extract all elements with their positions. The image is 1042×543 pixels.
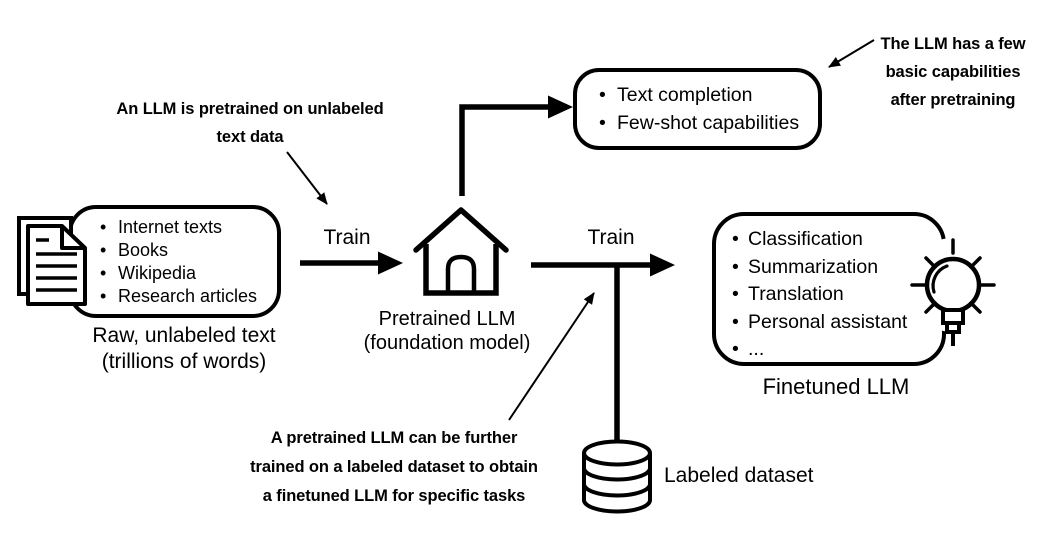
- capabilities-note-line: after pretraining: [890, 91, 1016, 109]
- train-label-left: Train: [323, 226, 371, 249]
- pretraining-note-line: An LLM is pretrained on unlabeled: [116, 100, 384, 118]
- pretrained-capabilities-list: Text completion Few-shot capabilities: [597, 81, 818, 137]
- finetuning-note-line: a finetuned LLM for specific tasks: [262, 487, 526, 505]
- list-item: Research articles: [98, 285, 277, 308]
- pretraining-note-arrow: [286, 151, 328, 205]
- pretraining-note: An LLM is pretrained on unlabeled text d…: [100, 95, 400, 151]
- capabilities-note-line: The LLM has a few: [880, 35, 1026, 53]
- list-item: Books: [98, 239, 277, 262]
- capabilities-note-line: basic capabilities: [885, 63, 1021, 81]
- pretrained-llm-caption: Pretrained LLM (foundation model): [347, 307, 547, 355]
- raw-text-list: Internet texts Books Wikipedia Research …: [98, 216, 277, 308]
- finetuning-note-line: A pretrained LLM can be further: [270, 429, 518, 447]
- documents-icon: [17, 216, 87, 306]
- house-icon: [413, 207, 509, 296]
- database-icon: [582, 439, 652, 514]
- capabilities-note-arrow: [828, 39, 875, 68]
- finetuned-tasks-list: Classification Summarization Translation…: [730, 226, 942, 364]
- pretrained-llm-caption-line: (foundation model): [363, 332, 531, 354]
- finetuned-tasks-box: Classification Summarization Translation…: [712, 212, 946, 366]
- raw-text-box: Internet texts Books Wikipedia Research …: [68, 205, 281, 318]
- list-item: Few-shot capabilities: [597, 109, 818, 137]
- labeled-dataset-label: Labeled dataset: [664, 464, 814, 487]
- train-arrow-right: [531, 253, 675, 277]
- list-item: Text completion: [597, 81, 818, 109]
- raw-text-caption-line: Raw, unlabeled text: [92, 324, 276, 347]
- capabilities-arrow: [459, 95, 573, 196]
- train-label-right: Train: [587, 226, 635, 249]
- list-item: Internet texts: [98, 216, 277, 239]
- finetuning-note-arrow: [508, 292, 595, 421]
- raw-text-caption-line: (trillions of words): [101, 350, 267, 373]
- raw-text-caption: Raw, unlabeled text (trillions of words): [84, 323, 284, 375]
- train-arrow-left: [300, 251, 403, 275]
- capabilities-note: The LLM has a few basic capabilities aft…: [853, 30, 1042, 114]
- pretrained-llm-caption-line: Pretrained LLM: [378, 308, 516, 330]
- finetuning-note-line: trained on a labeled dataset to obtain: [250, 458, 538, 476]
- finetuning-note: A pretrained LLM can be further trained …: [194, 424, 594, 511]
- pretrained-capabilities-box: Text completion Few-shot capabilities: [573, 68, 822, 150]
- finetuned-llm-caption: Finetuned LLM: [762, 374, 910, 399]
- list-item: Wikipedia: [98, 262, 277, 285]
- list-item: ...: [730, 336, 942, 364]
- list-item: Translation: [730, 281, 942, 309]
- lightbulb-icon: [906, 238, 1000, 346]
- list-item: Classification: [730, 226, 942, 254]
- list-item: Summarization: [730, 254, 942, 282]
- list-item: Personal assistant: [730, 309, 942, 337]
- pretraining-note-line: text data: [216, 128, 284, 146]
